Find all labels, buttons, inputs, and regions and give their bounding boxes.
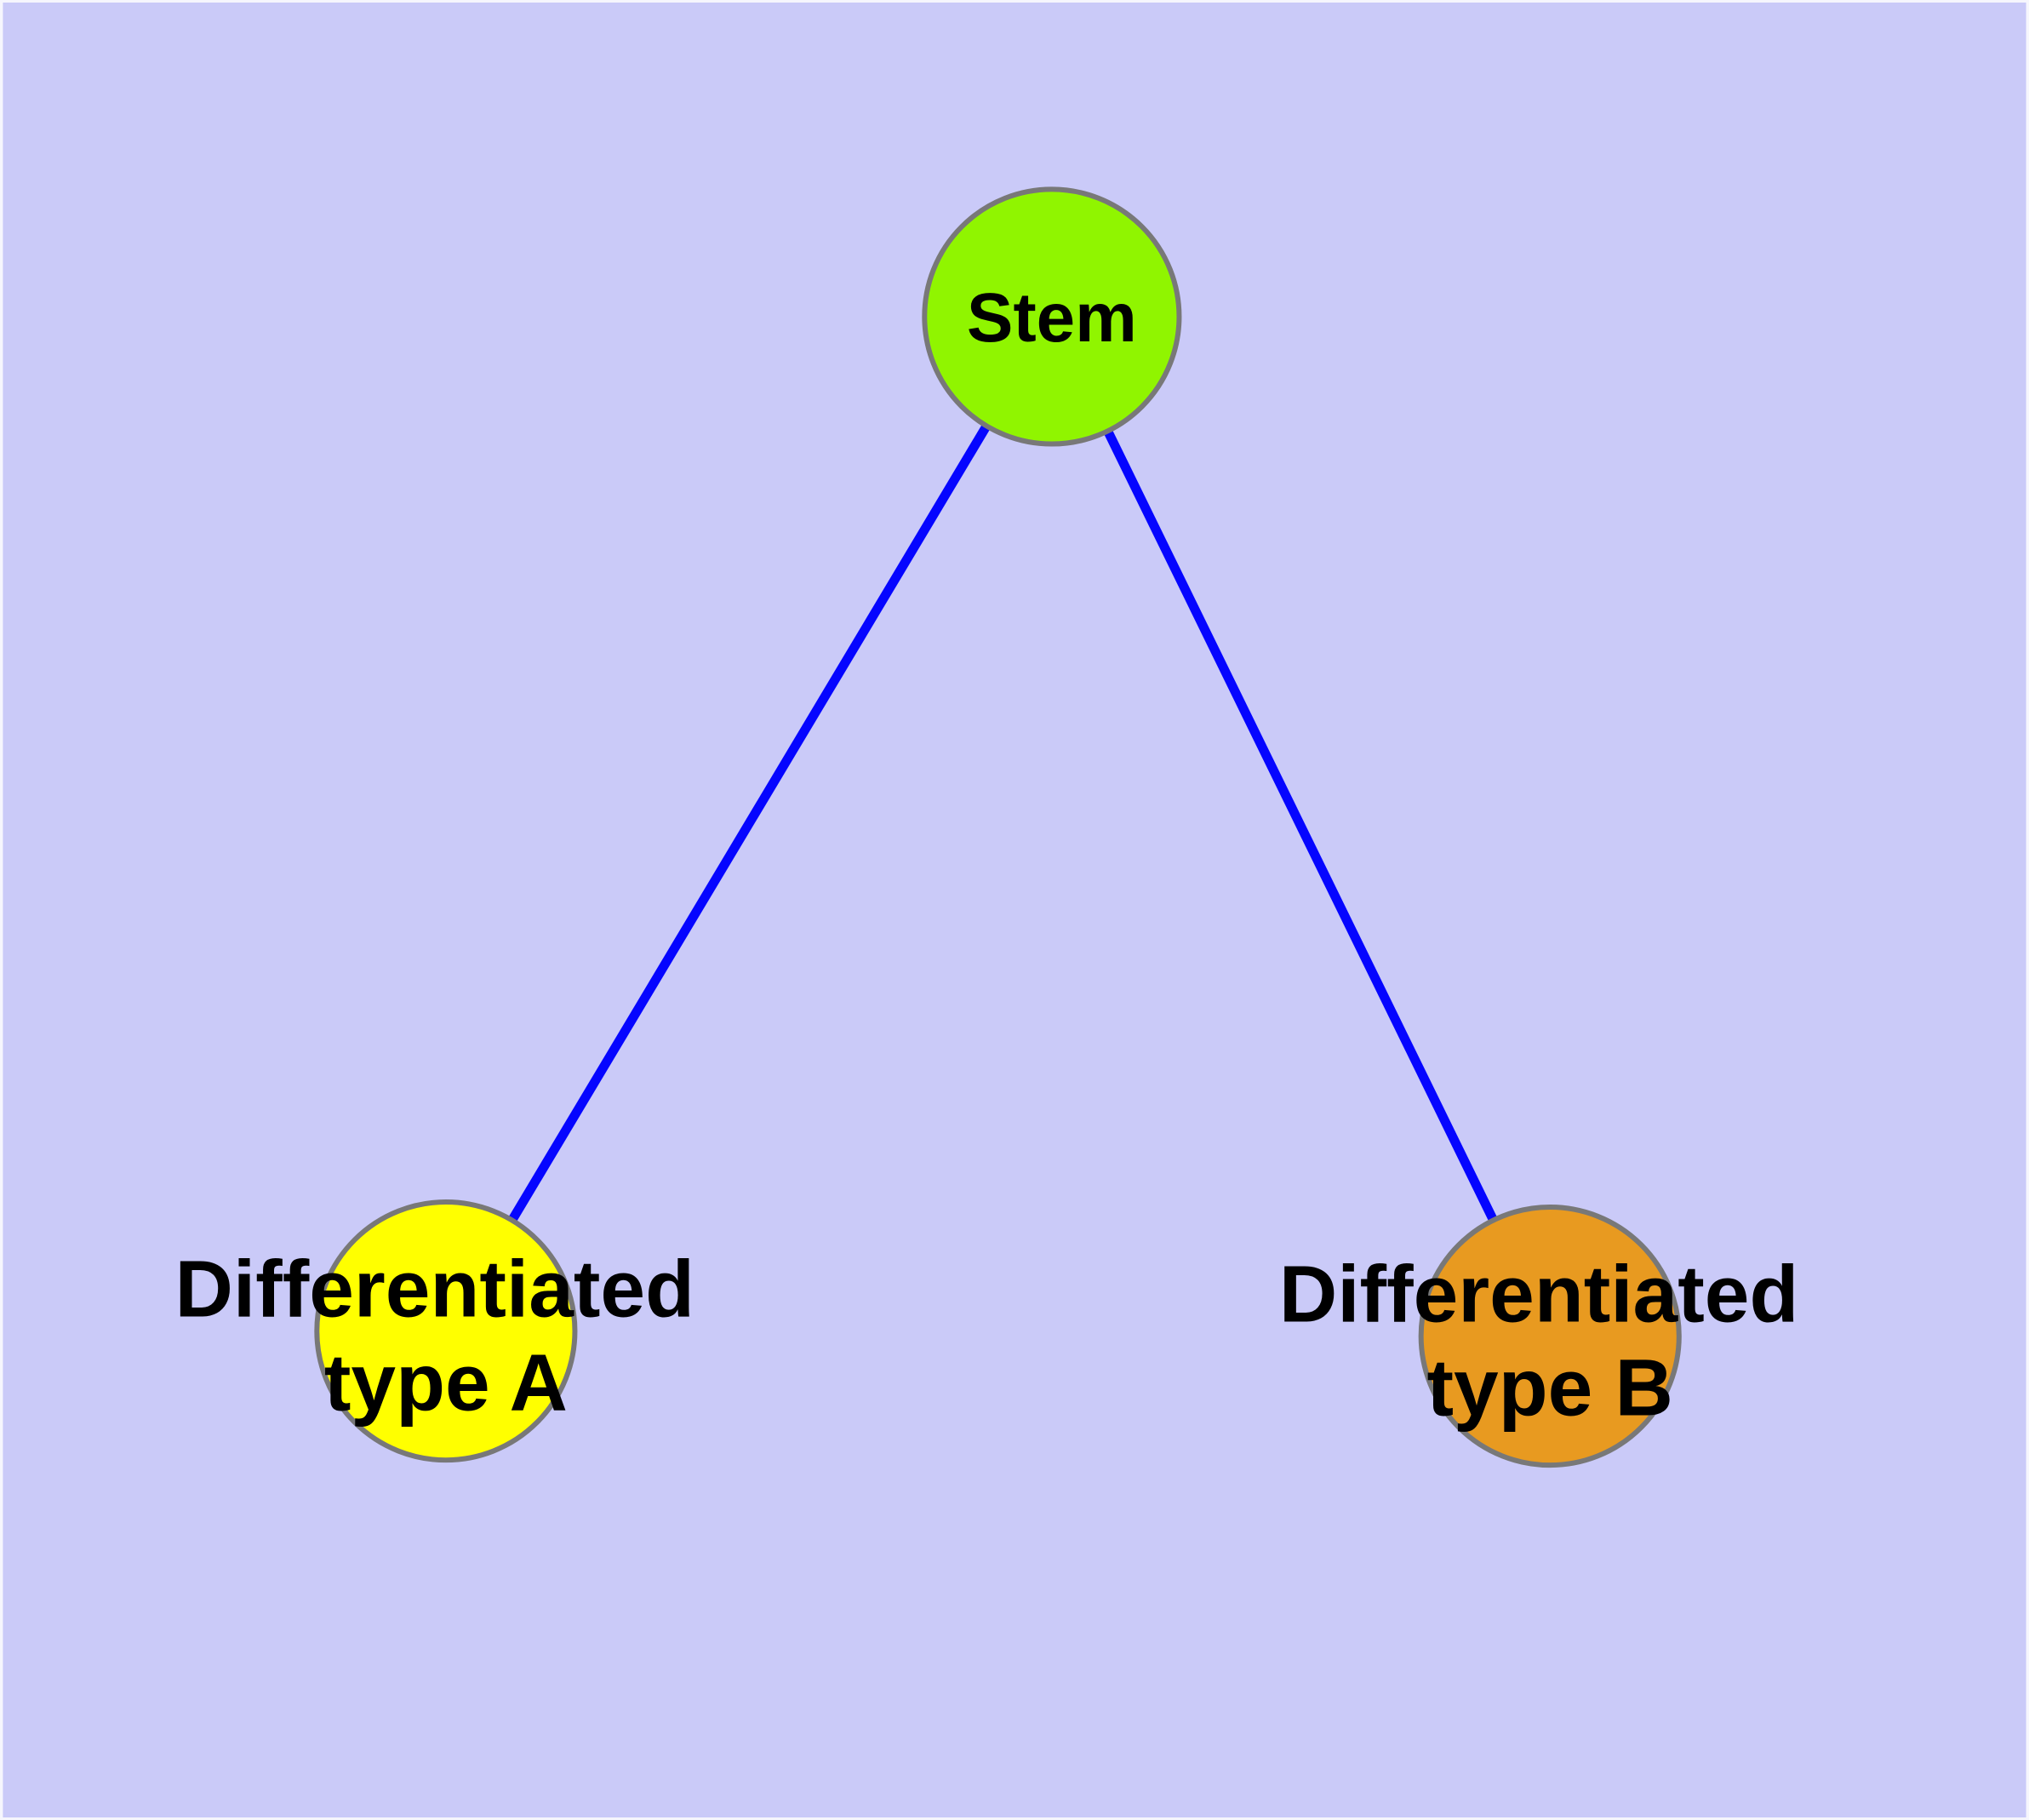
edge-stem-to-type-b [1047, 314, 1555, 1338]
edge-stem-to-type-a [442, 314, 1056, 1334]
cell-differentiation-diagram: Stem Differentiated type A Differentiate… [3, 3, 2026, 1817]
node-label-type-a-line1: Differentiated [174, 1245, 694, 1335]
node-label-type-b-line2: type B [1426, 1342, 1672, 1433]
node-label-type-b: Differentiated type B [1279, 1250, 1821, 1434]
node-differentiated-type-a [314, 1199, 578, 1463]
node-label-stem-line1: Stem [967, 279, 1137, 357]
node-stem [922, 186, 1182, 447]
node-label-stem: Stem [967, 279, 1137, 357]
node-label-type-b-line1: Differentiated [1279, 1250, 1799, 1340]
node-label-type-a-line2: type A [324, 1337, 568, 1428]
node-differentiated-type-b [1418, 1205, 1682, 1468]
node-label-type-a: Differentiated type A [174, 1245, 717, 1428]
